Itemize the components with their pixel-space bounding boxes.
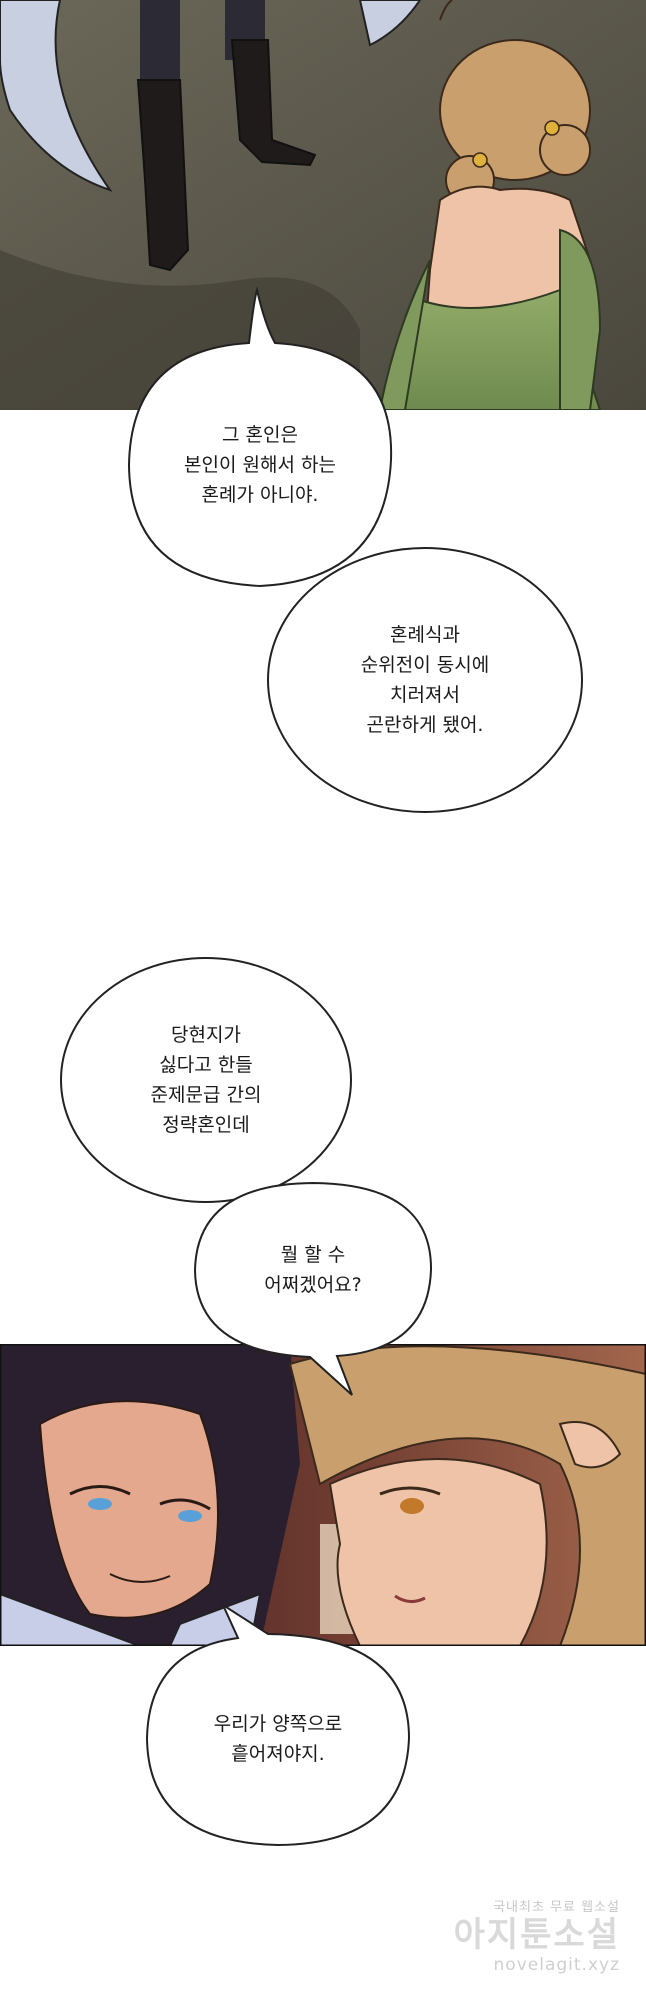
bubble-2-line-3: 치러져서 [390,684,460,706]
bubble-2-line-4: 곤란하게 됐어. [366,714,484,736]
bubble-5-line-1: 우리가 양쪽으로 [213,1713,343,1735]
speech-bubble-4: 뭘 할 수 어쩌겠어요? [192,1180,434,1396]
panel-faces-scene [0,1344,646,1646]
bubble-5-line-2: 흩어져야지. [231,1743,325,1765]
speech-bubble-1: 그 혼인은 본인이 원해서 하는 혼례가 아니야. [125,286,395,590]
watermark-logo-text: 아지툰소설 [453,1915,620,1955]
speech-bubble-2: 혼례식과 순위전이 동시에 치러져서 곤란하게 됐어. [265,545,585,815]
bubble-4-line-2: 어쩌겠어요? [264,1274,362,1296]
speech-bubble-3: 당현지가 싫다고 한들 준제문급 간의 정략혼인데 [58,955,354,1205]
bubble-4-line-1: 뭘 할 수 [280,1244,346,1266]
site-watermark: 국내최초 무료 웹소설 아지툰소설 novelagit.xyz [440,1896,620,1982]
bubble-1-line-2: 본인이 원해서 하는 [184,454,336,476]
watermark-tagline: 국내최초 무료 웹소설 [493,1900,620,1915]
speech-bubble-5: 우리가 양쪽으로 흩어져야지. [143,1602,413,1848]
bubble-2-line-1: 혼례식과 [390,624,460,646]
bubble-3-line-3: 준제문급 간의 [150,1084,262,1106]
speech-bubble-3-shape [60,957,352,1203]
bubble-3-line-4: 정략혼인데 [162,1114,250,1136]
bubble-3-line-2: 싫다고 한들 [159,1054,253,1076]
speech-bubble-2-shape [267,547,583,813]
watermark-url: novelagit.xyz [493,1955,620,1975]
speech-bubble-1-shape [127,286,393,588]
speech-bubble-3-text: 당현지가 싫다고 한들 준제문급 간의 정략혼인데 [58,955,354,1205]
bubble-1-line-3: 혼례가 아니야. [201,484,319,506]
bubble-2-line-2: 순위전이 동시에 [360,654,490,676]
scene-faces-illustration [0,1344,646,1646]
speech-bubble-2-text: 혼례식과 순위전이 동시에 치러져서 곤란하게 됐어. [265,545,585,815]
speech-bubble-4-text: 뭘 할 수 어쩌겠어요? [192,1180,434,1360]
speech-bubble-4-shape [193,1181,433,1396]
bubble-1-line-1: 그 혼인은 [222,424,298,446]
speech-bubble-5-shape [145,1602,411,1847]
bubble-3-line-1: 당현지가 [171,1024,241,1046]
speech-bubble-5-text: 우리가 양쪽으로 흩어져야지. [143,1630,413,1848]
speech-bubble-1-text: 그 혼인은 본인이 원해서 하는 혼례가 아니야. [125,340,395,590]
